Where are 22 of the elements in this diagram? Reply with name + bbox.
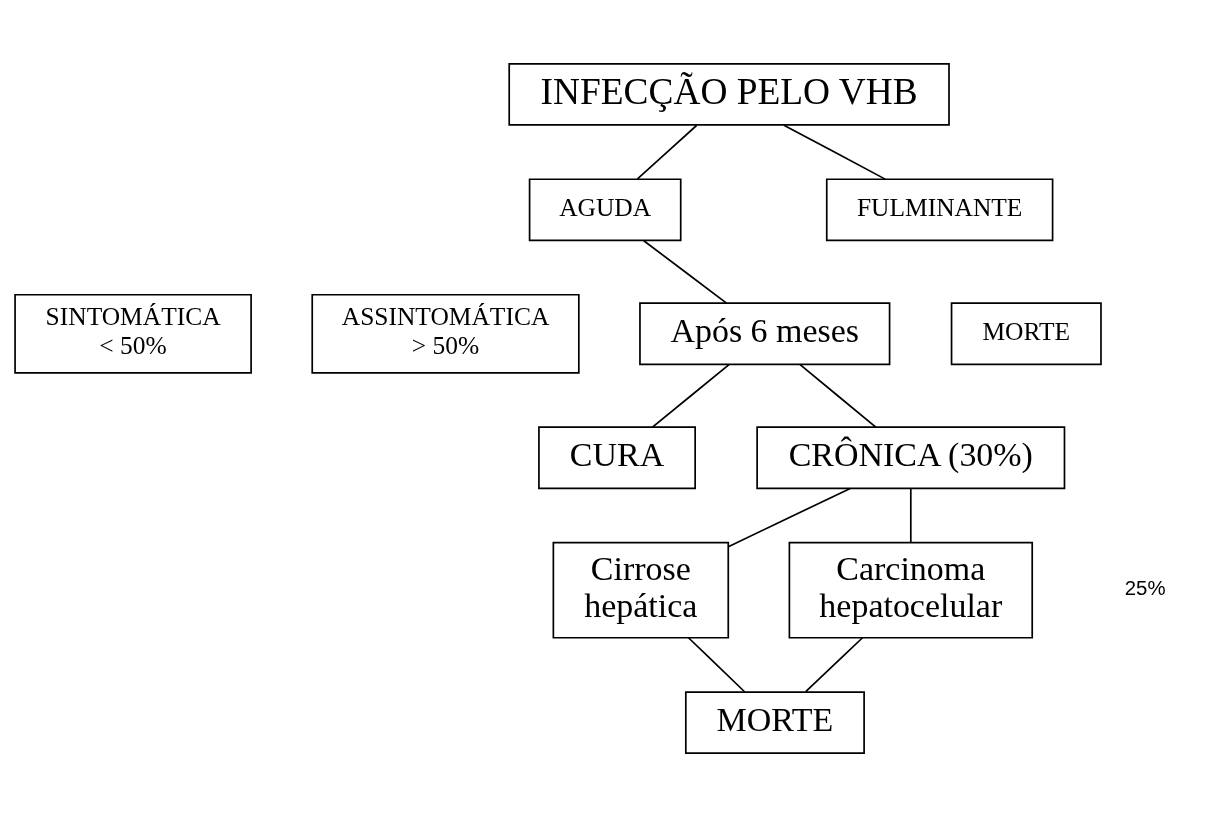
connector bbox=[642, 239, 728, 304]
node-box: AGUDA bbox=[528, 177, 682, 241]
node-box: MORTE bbox=[950, 301, 1102, 365]
node-box: CRÔNICA (30%) bbox=[756, 425, 1066, 489]
node-box: INFECÇÃO PELO VHB bbox=[508, 62, 950, 126]
node-box: MORTE bbox=[684, 690, 865, 754]
node-box: Carcinoma hepatocelular bbox=[788, 541, 1034, 639]
node-box: ASSINTOMÁTICA > 50% bbox=[311, 293, 580, 374]
connector bbox=[783, 123, 887, 180]
connector bbox=[687, 636, 746, 693]
label: 25% bbox=[1124, 576, 1166, 599]
connector bbox=[799, 363, 877, 428]
connector bbox=[636, 124, 698, 180]
connector bbox=[651, 363, 730, 428]
node-box: SINTOMÁTICA < 50% bbox=[14, 293, 252, 374]
node-box: Cirrose hepática bbox=[552, 541, 730, 639]
connector bbox=[804, 636, 864, 693]
node-box: CURA bbox=[538, 425, 696, 489]
node-box: FULMINANTE bbox=[825, 177, 1054, 241]
connector bbox=[727, 487, 852, 547]
connector bbox=[909, 487, 912, 543]
node-box: Após 6 meses bbox=[639, 301, 891, 365]
